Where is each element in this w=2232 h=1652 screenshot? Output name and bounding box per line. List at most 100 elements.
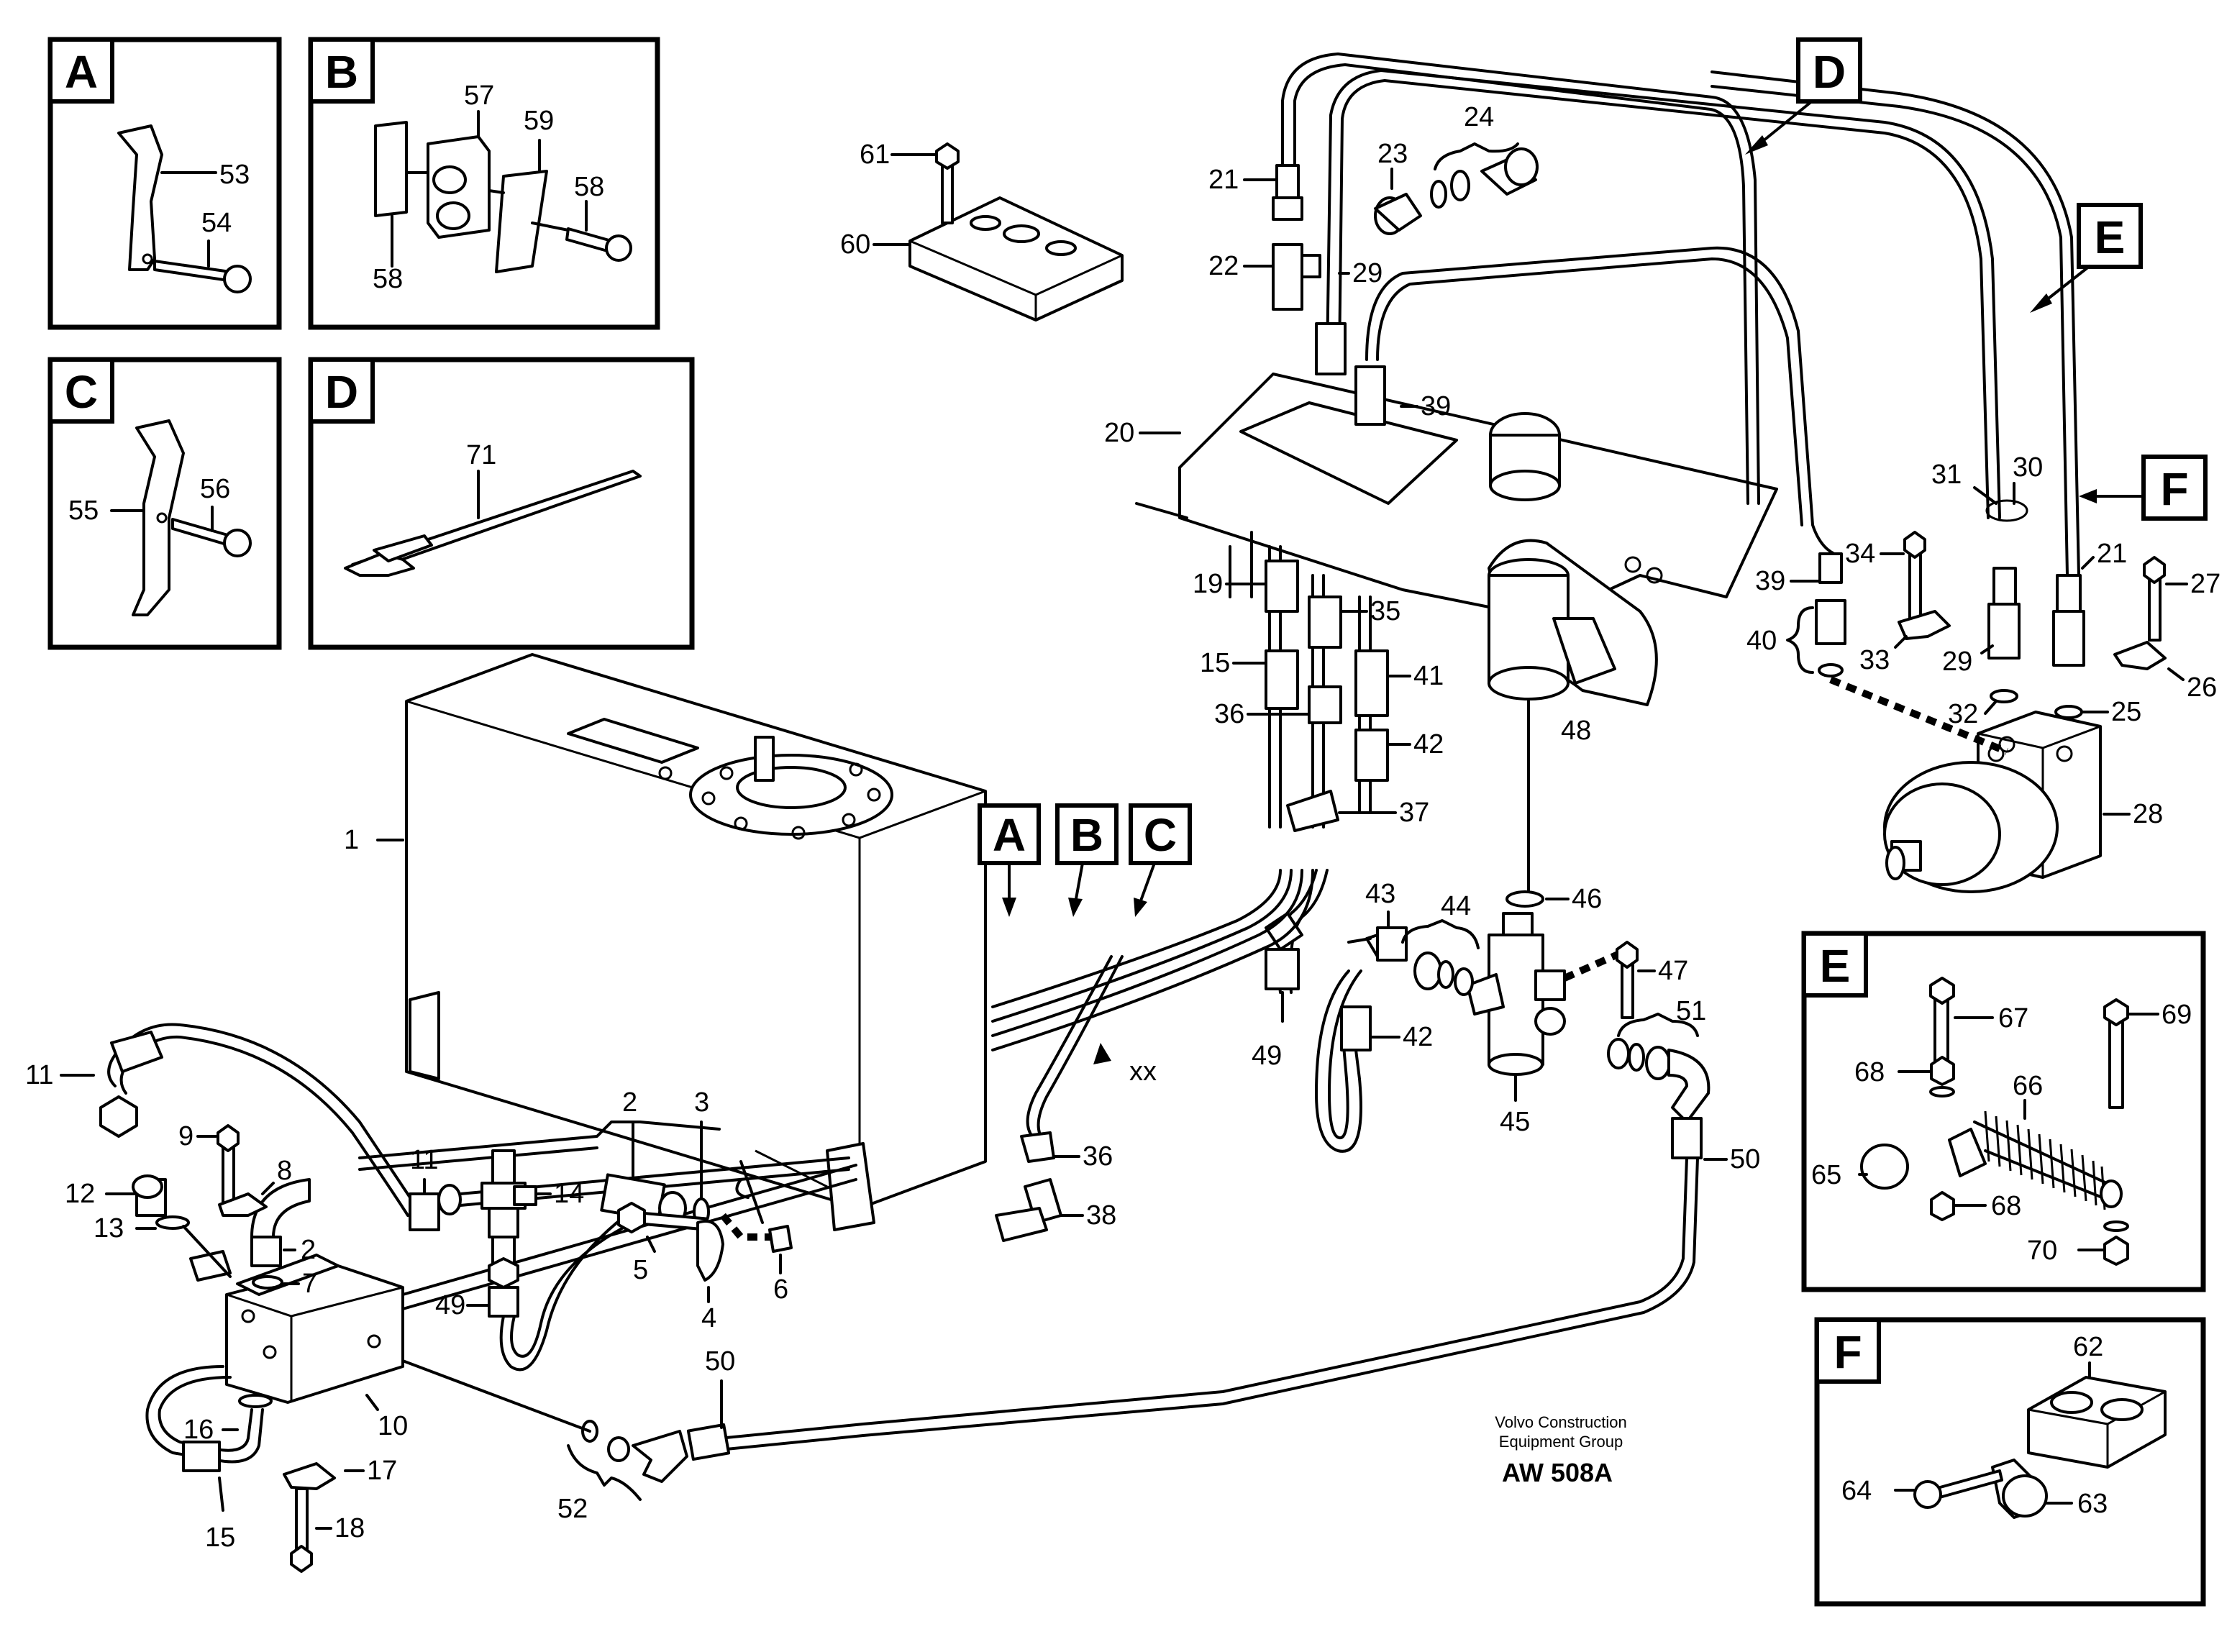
callout-7: 7	[302, 1269, 317, 1299]
callout-17: 17	[367, 1456, 397, 1486]
detail-view-a-tag: A	[65, 46, 98, 98]
callout-59: 58	[574, 172, 604, 202]
pointers-abc: A B C	[978, 803, 1192, 917]
callout-52: 52	[557, 1494, 588, 1524]
callout-69: 69	[2162, 1000, 2192, 1030]
detail-view-d-tag: D	[325, 366, 358, 418]
detail-view-f-tag: F	[1834, 1326, 1862, 1378]
valve-45	[1466, 912, 1566, 1076]
callout-54: 54	[201, 208, 232, 238]
callout-23: 23	[1377, 139, 1408, 169]
callout-5: 5	[633, 1255, 648, 1285]
callout-50-left: 50	[705, 1346, 735, 1377]
callout-26: 26	[2187, 672, 2217, 703]
callout-62: 62	[2073, 1332, 2103, 1362]
footer-company-line1: Volvo Construction	[1495, 1413, 1626, 1431]
spring-66	[1860, 1110, 2123, 1210]
pointer-tag-c: C	[1144, 809, 1177, 861]
callout-4: 4	[701, 1303, 716, 1333]
callout-18: 18	[334, 1513, 365, 1543]
callout-15-center: 15	[1200, 648, 1230, 678]
callout-25: 25	[2111, 697, 2141, 727]
callout-58-right: 59	[524, 106, 554, 136]
callout-11-left: 11	[25, 1060, 53, 1090]
callout-51: 51	[1676, 996, 1706, 1026]
connector-block	[908, 142, 1124, 321]
callout-27: 27	[2190, 569, 2220, 599]
callout-39-upper: 39	[1421, 391, 1451, 421]
pointer-f: F	[2079, 455, 2208, 521]
detail-view-f: F 62 64 63	[1814, 1317, 2206, 1607]
callout-46: 46	[1572, 884, 1602, 914]
center-fittings	[1229, 531, 1389, 832]
hydraulic-tank	[405, 653, 987, 1231]
callout-66: 66	[2013, 1071, 2043, 1101]
callout-58-left: 58	[373, 264, 403, 294]
pointer-e: E	[2030, 203, 2143, 313]
callout-53: 53	[219, 160, 250, 190]
callout-13: 13	[94, 1213, 124, 1243]
callout-56: 56	[200, 474, 230, 504]
callout-48: 48	[1561, 716, 1591, 746]
callout-47: 47	[1658, 956, 1688, 986]
detail-view-c-tag: C	[65, 366, 98, 418]
motor-28	[1883, 711, 2102, 893]
pointer-tag-e: E	[2095, 211, 2126, 263]
callout-49-center: 49	[1252, 1041, 1282, 1071]
detail-view-e: E 67 68 66 69 65 68 70	[1801, 931, 2206, 1292]
fitting-21	[1275, 164, 1300, 199]
callout-29-upper: 29	[1352, 258, 1383, 288]
detail-view-c: C 55 56	[47, 357, 282, 650]
callout-44: 44	[1441, 891, 1471, 921]
callout-36-upper: 36	[1214, 699, 1244, 729]
detail-view-d: D 71	[308, 357, 695, 650]
callout-16: 16	[183, 1415, 214, 1445]
callout-11-right: 11	[410, 1145, 438, 1175]
callout-20: 20	[1104, 418, 1134, 448]
detail-view-b-tag: B	[325, 46, 358, 98]
callout-68-bottom: 68	[1991, 1191, 2021, 1221]
callout-57: 57	[464, 81, 494, 111]
detail-view-a: A 53 54	[47, 37, 282, 330]
callout-68-top: 68	[1854, 1057, 1885, 1087]
callout-41: 41	[1413, 661, 1444, 691]
callout-8: 8	[277, 1156, 292, 1186]
callout-31: 31	[1931, 460, 1962, 490]
callout-24: 24	[1464, 102, 1494, 132]
callout-63: 63	[2077, 1489, 2108, 1519]
pointer-d: D	[1745, 37, 1862, 155]
pointer-tag-b: B	[1070, 809, 1103, 861]
callout-36-lower: 36	[1083, 1141, 1113, 1172]
tee-14	[480, 1149, 537, 1318]
callout-12: 12	[65, 1179, 95, 1209]
callout-19: 19	[1193, 569, 1223, 599]
callout-10: 10	[378, 1411, 408, 1441]
detail-view-b: B 58 57 59 58	[308, 37, 660, 330]
callout-49-left: 49	[435, 1290, 465, 1320]
callout-67: 67	[1998, 1003, 2028, 1033]
callout-37: 37	[1399, 798, 1429, 828]
callout-38: 38	[1086, 1200, 1116, 1231]
callout-70: 70	[2027, 1236, 2057, 1266]
callout-42-lower: 42	[1403, 1022, 1433, 1052]
callout-9: 9	[178, 1121, 193, 1151]
callout-39-right: 39	[1755, 566, 1785, 596]
callout-2-left: 2	[301, 1235, 316, 1265]
pointer-tag-f: F	[2160, 463, 2188, 515]
pointer-tag-d: D	[1813, 46, 1846, 98]
pointer-tag-a: A	[993, 809, 1026, 861]
callout-29-right: 29	[1942, 647, 1972, 677]
callout-30: 30	[2013, 452, 2043, 483]
callout-35: 35	[1370, 596, 1400, 626]
upper-hoses	[1281, 53, 2080, 577]
frame-plate	[1135, 373, 1778, 620]
callout-33: 33	[1859, 645, 1890, 675]
callout-28: 28	[2133, 799, 2163, 829]
callout-22: 22	[1208, 251, 1239, 281]
callout-42-upper: 42	[1413, 729, 1444, 759]
callout-40: 40	[1746, 626, 1777, 656]
callout-50-right: 50	[1730, 1144, 1760, 1174]
footer-company-line2: Equipment Group	[1499, 1433, 1623, 1451]
callout-xx: xx	[1129, 1057, 1157, 1087]
